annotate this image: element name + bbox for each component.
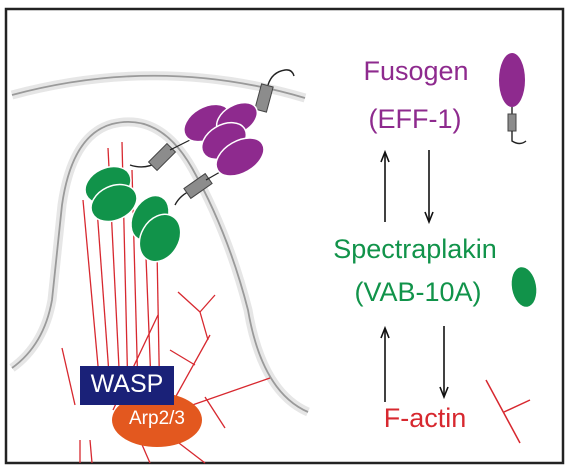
spectraplakin-label: Spectraplakin [333,234,497,264]
pathway-arrows [380,149,449,402]
inner-membrane-protrusion [9,117,310,417]
arp-complex-shape [112,393,202,447]
arp-complex-label: Arp2/3 [129,408,185,429]
wasp-box [80,366,174,405]
wasp-label: WASP [90,370,164,398]
fusogen-subtitle: (EFF-1) [368,104,462,134]
fusogen-label: Fusogen [363,56,469,86]
spectraplakin-cluster [84,161,193,263]
factin-label: F-actin [383,403,467,433]
fusogen-protein-icon [499,53,527,145]
spectraplakin-subtitle: (VAB-10A) [354,277,482,307]
spectraplakin-protein-icon [511,267,537,307]
branched-actin-icon [485,379,531,444]
fusogen-cluster [147,69,295,200]
